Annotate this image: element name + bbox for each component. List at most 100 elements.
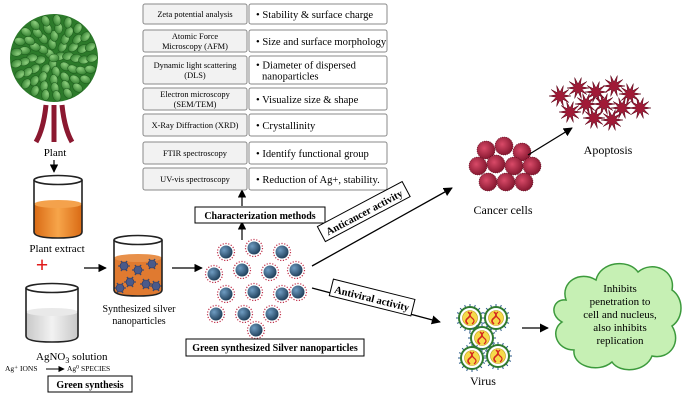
result-cell: [248, 55, 388, 85]
cancer-cell: [514, 172, 534, 192]
cancer-cell: [494, 136, 514, 156]
apoptotic-cell: [582, 107, 606, 129]
anticancer-arrow: [311, 187, 453, 267]
result-cell: [248, 113, 388, 137]
synthesized-silver-beaker-icon: [113, 234, 163, 297]
green-synthesis-box: [47, 375, 133, 393]
silver-nanoparticle: [216, 284, 236, 304]
anticancer-label: Anticancer activity: [324, 188, 405, 238]
apoptotic-cell: [628, 97, 652, 119]
apoptotic-cell: [566, 77, 590, 99]
method-cell: [142, 3, 248, 25]
plant-icon: [10, 14, 98, 144]
apoptosis-arrow: [527, 127, 573, 156]
method-result: • Reduction of Ag+, stability.: [256, 175, 380, 186]
result-cell: [248, 29, 388, 53]
silver-nanoparticle: [232, 260, 252, 280]
cancer-cells-label: Cancer cells: [474, 203, 533, 217]
silver-nanoparticle: [288, 282, 308, 302]
plant-label: Plant: [44, 147, 67, 159]
method-result: • Stability & surface charge: [256, 10, 373, 21]
method-row: UV-vis spectroscopy • Reduction of Ag+, s…: [142, 167, 388, 191]
cancer-cell: [478, 172, 498, 192]
characterization-methods-table: Zeta potential analysis • Stability & sur…: [142, 3, 388, 191]
anticancer-tag: Anticancer activity: [316, 180, 411, 243]
plant-extract-label: Plant extract: [29, 243, 84, 255]
ag-ions-label: Ag⁺ IONS: [5, 364, 38, 373]
method-cell: [142, 87, 248, 111]
method-name: FTIR spectroscopy: [163, 149, 228, 158]
silver-nanoparticle: [204, 264, 224, 284]
result-cell: [248, 141, 388, 165]
agno3-beaker-icon: [25, 282, 79, 343]
apoptotic-cell: [574, 93, 598, 115]
method-cell: [142, 113, 248, 137]
method-name: Electron microscopy(SEM/TEM): [160, 90, 230, 109]
silver-nanoparticle: [272, 242, 292, 262]
silver-nanoparticle: [234, 304, 254, 324]
method-result: • Crystallinity: [256, 121, 316, 132]
result-cell: [248, 167, 388, 191]
cancer-cell: [476, 140, 496, 160]
method-result: • Identify functional group: [256, 149, 369, 160]
silver-nanoparticle: [272, 284, 292, 304]
method-cell: [142, 167, 248, 191]
method-result: • Visualize size & shape: [256, 95, 359, 106]
silver-nanoparticle: [216, 242, 236, 262]
method-row: Dynamic light scattering(DLS)• Diameter …: [142, 55, 388, 85]
method-row: X-Ray Diffraction (XRD) • Crystallinity: [142, 113, 388, 137]
method-row: Electron microscopy(SEM/TEM) • Visualize …: [142, 87, 388, 111]
apoptotic-cell: [600, 109, 624, 131]
apoptotic-cell: [584, 81, 608, 103]
virus-icon: [456, 304, 512, 372]
green-np-title: Green synthesized Silver nanoparticles: [192, 343, 358, 354]
silver-nanoparticle: [260, 262, 280, 282]
apoptosis-icon: [548, 75, 652, 131]
apoptotic-cell: [602, 75, 626, 97]
apoptotic-cell: [610, 97, 634, 119]
cancer-cell: [512, 142, 532, 162]
cancer-cell: [468, 156, 488, 176]
apoptosis-label: Apoptosis: [584, 143, 633, 157]
method-name: UV-vis spectroscopy: [160, 175, 231, 184]
green-synthesis-label: Green synthesis: [56, 380, 123, 391]
apoptotic-cell: [618, 83, 642, 105]
characterization-label: Characterization methods: [204, 211, 315, 222]
result-cell: [248, 3, 388, 25]
green-np-title-box: [185, 338, 365, 357]
method-result: • Size and surface morphology: [256, 37, 387, 48]
cancer-cell: [486, 154, 506, 174]
method-cell: [142, 141, 248, 165]
characterization-box: [194, 206, 326, 224]
silver-nanoparticle: [244, 282, 264, 302]
apoptotic-cell: [548, 85, 572, 107]
silver-nanoparticle: [244, 238, 264, 258]
synthesized-silver-label-line2: nanoparticles: [112, 316, 165, 327]
method-name: Zeta potential analysis: [157, 10, 232, 19]
cancer-cell: [522, 156, 542, 176]
method-name: X-Ray Diffraction (XRD): [152, 121, 239, 130]
silver-nanoparticles-cluster: [204, 238, 308, 340]
virus-particle: [482, 304, 510, 332]
apoptotic-cell: [592, 93, 616, 115]
virus-particle: [456, 304, 484, 332]
method-row: FTIR spectroscopy • Identify functional g…: [142, 141, 388, 165]
silver-nanoparticle: [262, 304, 282, 324]
method-row: Zeta potential analysis • Stability & sur…: [142, 3, 388, 25]
virus-particle: [468, 324, 496, 352]
cancer-cell: [496, 172, 516, 192]
cancer-cell: [504, 156, 524, 176]
cancer-cells-icon: [468, 136, 542, 192]
virus-particle: [458, 344, 486, 372]
plus-sign: +: [36, 252, 49, 277]
silver-nanoparticle: [206, 304, 226, 324]
agno3-label: AgNO3 solution: [36, 351, 108, 365]
antiviral-tag: Antiviral activity: [328, 278, 416, 317]
result-cell: [248, 87, 388, 111]
virus-label: Virus: [470, 374, 496, 388]
